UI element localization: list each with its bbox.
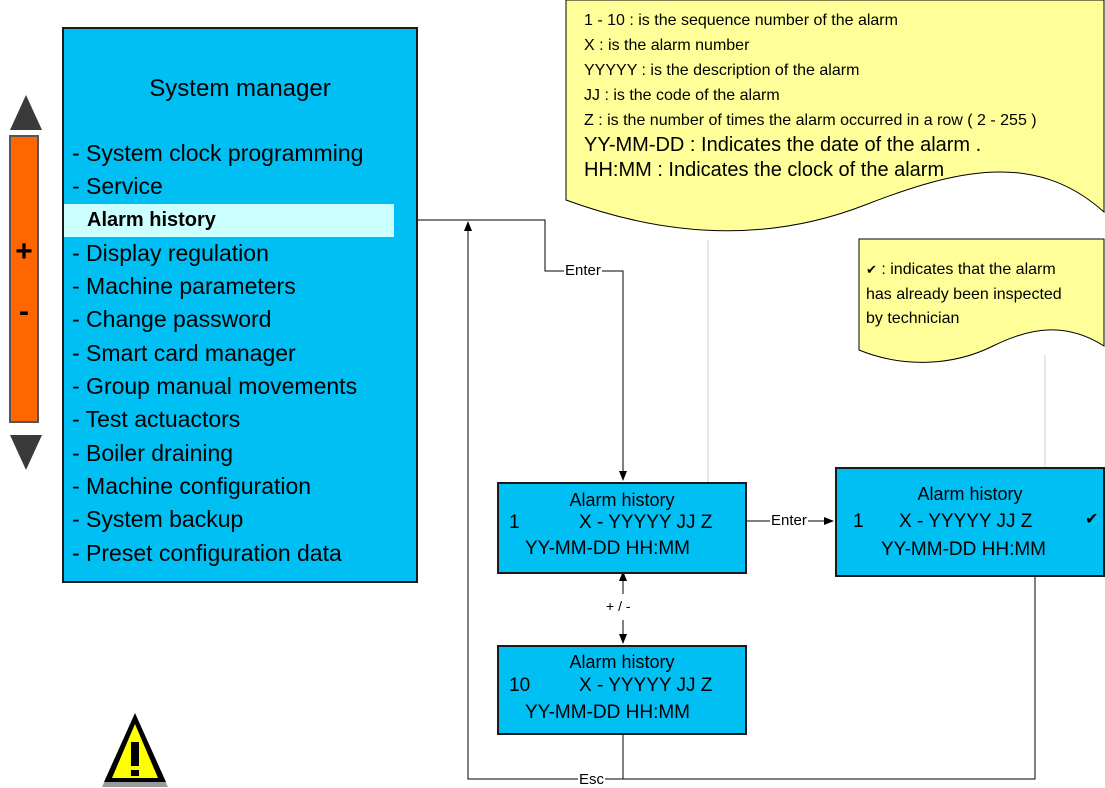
legend-note: 1 - 10 : is the sequence number of the a… — [584, 8, 1037, 183]
check-icon: ✔ — [866, 262, 877, 277]
enter-label: Enter — [564, 262, 602, 279]
alarm-row: X - YYYYY JJ Z — [899, 511, 1033, 532]
alarm-history-box-tenth: Alarm history 10 X - YYYYY JJ Z YY-MM-DD… — [497, 645, 747, 735]
menu-item-service[interactable]: - Service — [72, 173, 163, 200]
legend-line: YY-MM-DD : Indicates the date of the ala… — [584, 134, 982, 156]
keypad: + - — [8, 95, 44, 475]
enter-label: Enter — [770, 512, 808, 529]
menu-item-system-clock[interactable]: - System clock programming — [72, 140, 364, 166]
legend-line: 1 - 10 : is the sequence number of the a… — [584, 12, 898, 29]
alarm-box-title: Alarm history — [917, 484, 1023, 504]
legend-line: JJ : is the code of the alarm — [584, 87, 780, 104]
menu-item-preset-configuration[interactable]: - Preset configuration data — [72, 539, 342, 566]
menu-item-machine-parameters[interactable]: - Machine parameters — [72, 273, 296, 300]
alarm-date-time: YY-MM-DD HH:MM — [525, 538, 691, 559]
alarm-box-title: Alarm history — [569, 652, 675, 672]
esc-label: Esc — [578, 771, 606, 788]
menu-title: System manager — [149, 75, 331, 102]
legend-line: HH:MM : Indicates the clock of the alarm — [584, 159, 945, 181]
legend-line: YYYYY : is the description of the alarm — [584, 62, 860, 79]
legend-line: X : is the alarm number — [584, 37, 750, 54]
plus-minus-label: + / - — [605, 598, 632, 614]
menu-item-machine-configuration[interactable]: - Machine configuration — [72, 472, 312, 499]
menu-item-change-password[interactable]: - Change password — [72, 306, 272, 333]
menu-item-boiler-draining[interactable]: - Boiler draining — [72, 439, 234, 466]
alarm-box-title: Alarm history — [569, 490, 675, 510]
menu-item-test-actuators[interactable]: - Test actuactors — [72, 406, 241, 433]
alarm-row: X - YYYYY JJ Z — [579, 512, 713, 533]
menu-item-system-backup[interactable]: - System backup — [72, 506, 244, 533]
legend-line: Z : is the number of times the alarm occ… — [584, 112, 1037, 129]
plus-key[interactable]: + — [15, 235, 33, 268]
alarm-date-time: YY-MM-DD HH:MM — [881, 539, 1047, 560]
alarm-history-box-first: Alarm history 1 X - YYYYY JJ Z YY-MM-DD … — [497, 482, 747, 574]
alarm-seq-number: 10 — [509, 675, 531, 696]
check-note-line: by technician — [866, 310, 960, 327]
check-note: ✔ : indicates that the alarm has already… — [866, 258, 1062, 332]
alarm-history-box-inspected: Alarm history 1 X - YYYYY JJ Z ✔ YY-MM-D… — [835, 467, 1105, 577]
menu-list: - System clock programming - Service Ala… — [64, 137, 394, 570]
check-icon: ✔ — [1085, 511, 1099, 528]
alarm-seq-number: 1 — [509, 512, 520, 533]
alarm-seq-number: 1 — [853, 511, 864, 532]
up-arrow-icon[interactable] — [10, 95, 42, 130]
check-note-shape — [858, 238, 1105, 363]
alarm-date-time: YY-MM-DD HH:MM — [525, 702, 691, 723]
menu-item-smart-card-manager[interactable]: - Smart card manager — [72, 339, 296, 366]
minus-key[interactable]: - — [19, 295, 29, 328]
menu-item-alarm-history[interactable]: Alarm history — [64, 203, 394, 237]
plus-minus-bar: + - — [9, 135, 39, 423]
warning-icon — [102, 713, 168, 787]
menu-item-display-regulation[interactable]: - Display regulation — [72, 239, 269, 266]
check-note-line: has already been inspected — [866, 285, 1062, 303]
check-note-line: : indicates that the alarm — [881, 261, 1056, 278]
down-arrow-icon[interactable] — [10, 435, 42, 470]
alarm-row: X - YYYYY JJ Z — [579, 675, 713, 696]
menu-item-group-manual-movements[interactable]: - Group manual movements — [72, 373, 358, 400]
legend-note-shape — [565, 0, 1105, 232]
system-manager-menu: System manager - System clock programmin… — [62, 27, 418, 583]
